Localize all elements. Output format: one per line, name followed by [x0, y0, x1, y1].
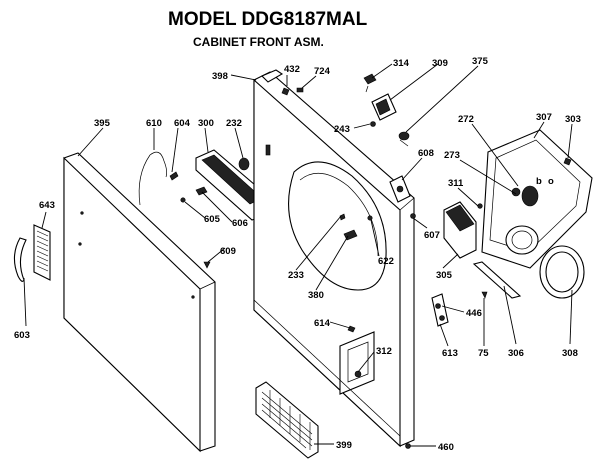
label-643: 643	[39, 200, 55, 211]
label-607: 607	[424, 230, 440, 241]
clip-622	[367, 215, 373, 221]
screw-311	[477, 203, 483, 209]
label-608: 608	[418, 148, 434, 159]
switch-bracket	[371, 93, 397, 121]
screw-303	[563, 157, 572, 166]
label-605: 605	[204, 214, 221, 225]
roller-bracket	[431, 293, 449, 327]
label-243: 243	[334, 124, 350, 135]
label-233: 233	[288, 270, 304, 281]
rivet-75	[481, 291, 488, 299]
control-knob	[238, 157, 250, 171]
label-309: 309	[432, 58, 448, 69]
wire-harness	[138, 151, 168, 206]
svg-text:o: o	[548, 176, 554, 187]
label-232: 232	[226, 118, 242, 129]
label-446: 446	[466, 308, 482, 319]
leader-lines	[23, 63, 573, 447]
screw-605	[180, 197, 186, 203]
screw-460	[405, 443, 411, 449]
screw-609	[203, 261, 211, 269]
label-613: 613	[442, 348, 458, 359]
clip-604	[169, 171, 179, 181]
drum-seal-ring	[539, 245, 585, 299]
label-614: 614	[314, 318, 331, 329]
label-308: 308	[562, 348, 578, 359]
label-300: 300	[198, 118, 214, 129]
label-307: 307	[536, 112, 552, 123]
label-609: 609	[220, 246, 236, 257]
label-380: 380	[308, 290, 324, 301]
label-606: 606	[232, 218, 248, 229]
label-603: 603	[14, 330, 30, 341]
label-604: 604	[174, 118, 191, 129]
bracket-606	[195, 186, 208, 196]
label-622: 622	[378, 256, 394, 267]
slide-bracket	[472, 261, 522, 299]
label-303: 303	[565, 114, 581, 125]
label-306: 306	[508, 348, 524, 359]
bulkhead-assembly: b o	[481, 129, 593, 269]
label-311: 311	[448, 178, 464, 189]
svg-text:b: b	[536, 176, 542, 187]
label-610: 610	[146, 118, 162, 129]
label-432: 432	[284, 64, 300, 75]
screw-243	[370, 121, 376, 127]
door-switch	[363, 73, 377, 93]
label-272: 272	[458, 114, 474, 125]
screw-724	[296, 87, 304, 93]
label-399: 399	[336, 440, 352, 451]
callout-labels: 395 610 604 300 232 398 432 724 314 309 …	[14, 56, 581, 453]
screw-607	[410, 213, 416, 219]
pad-block	[443, 201, 477, 259]
label-398: 398	[212, 71, 228, 82]
door-panel	[63, 152, 216, 453]
label-460: 460	[438, 442, 454, 453]
door-hinge	[389, 175, 411, 203]
label-312: 312	[376, 346, 392, 357]
label-75: 75	[478, 348, 489, 359]
filter-bracket-312	[354, 370, 362, 378]
screw-432	[281, 87, 290, 96]
label-273: 273	[444, 150, 460, 161]
screw-233	[339, 213, 346, 221]
label-724: 724	[314, 66, 331, 77]
lint-filter	[255, 381, 319, 459]
door-vent-grille	[33, 224, 51, 281]
door-handle	[13, 237, 27, 282]
label-375: 375	[472, 56, 489, 67]
light-socket-375	[398, 131, 410, 147]
label-395: 395	[94, 118, 111, 129]
diagram-subtitle: CABINET FRONT ASM.	[193, 35, 324, 49]
diagram-title: MODEL DDG8187MAL	[168, 9, 368, 30]
label-305: 305	[436, 270, 453, 281]
label-314: 314	[393, 58, 410, 69]
